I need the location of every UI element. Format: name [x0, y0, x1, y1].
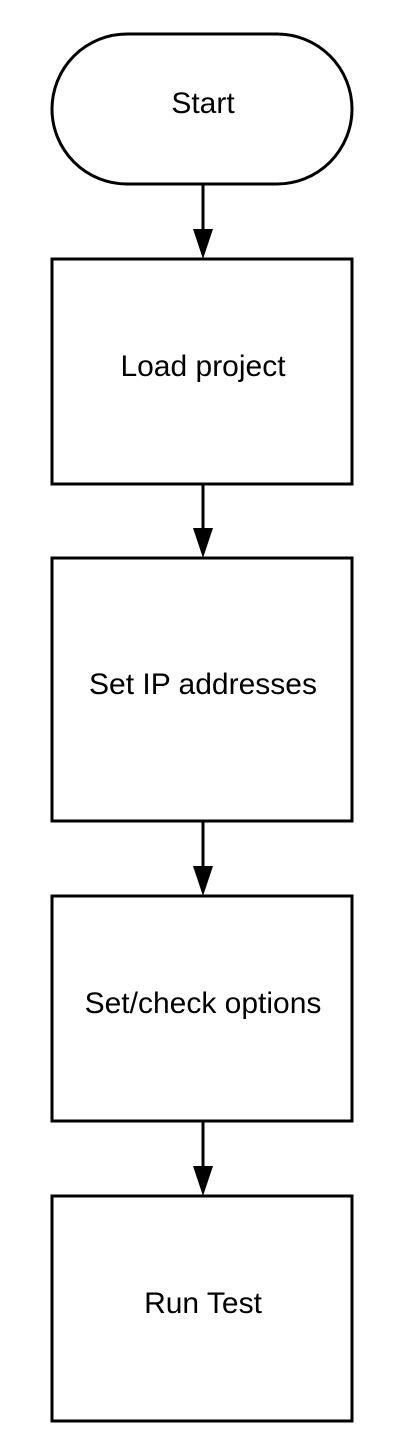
- set-options-process-shape: [50, 894, 354, 1123]
- arrowhead: [193, 229, 213, 259]
- flowchart-edge-set-ip-to-set-options: [193, 821, 213, 896]
- flowchart-edge-load-project-to-set-ip: [193, 484, 213, 558]
- arrowhead: [193, 1166, 213, 1196]
- load-project-label: Load project: [120, 350, 286, 383]
- set-ip-label: Set IP addresses: [89, 668, 317, 701]
- run-test-process-shape: [50, 1194, 354, 1423]
- flowchart-node-run-test: Run Test: [50, 1194, 354, 1423]
- flowchart-edge-set-options-to-run-test: [193, 1121, 213, 1196]
- flowchart-node-start: Start: [50, 32, 354, 186]
- start-label: Start: [171, 87, 235, 120]
- arrowhead: [193, 528, 213, 558]
- flowchart-node-load-project: Load project: [50, 257, 354, 486]
- set-options-label: Set/check options: [85, 987, 322, 1020]
- flowchart-node-set-ip-addresses: Set IP addresses: [50, 556, 354, 823]
- arrowhead: [193, 866, 213, 896]
- flowchart-edge-start-to-load-project: [193, 184, 213, 259]
- load-project-process-shape: [50, 257, 354, 486]
- run-test-label: Run Test: [144, 1287, 263, 1320]
- flowchart-node-set-check-options: Set/check options: [50, 894, 354, 1123]
